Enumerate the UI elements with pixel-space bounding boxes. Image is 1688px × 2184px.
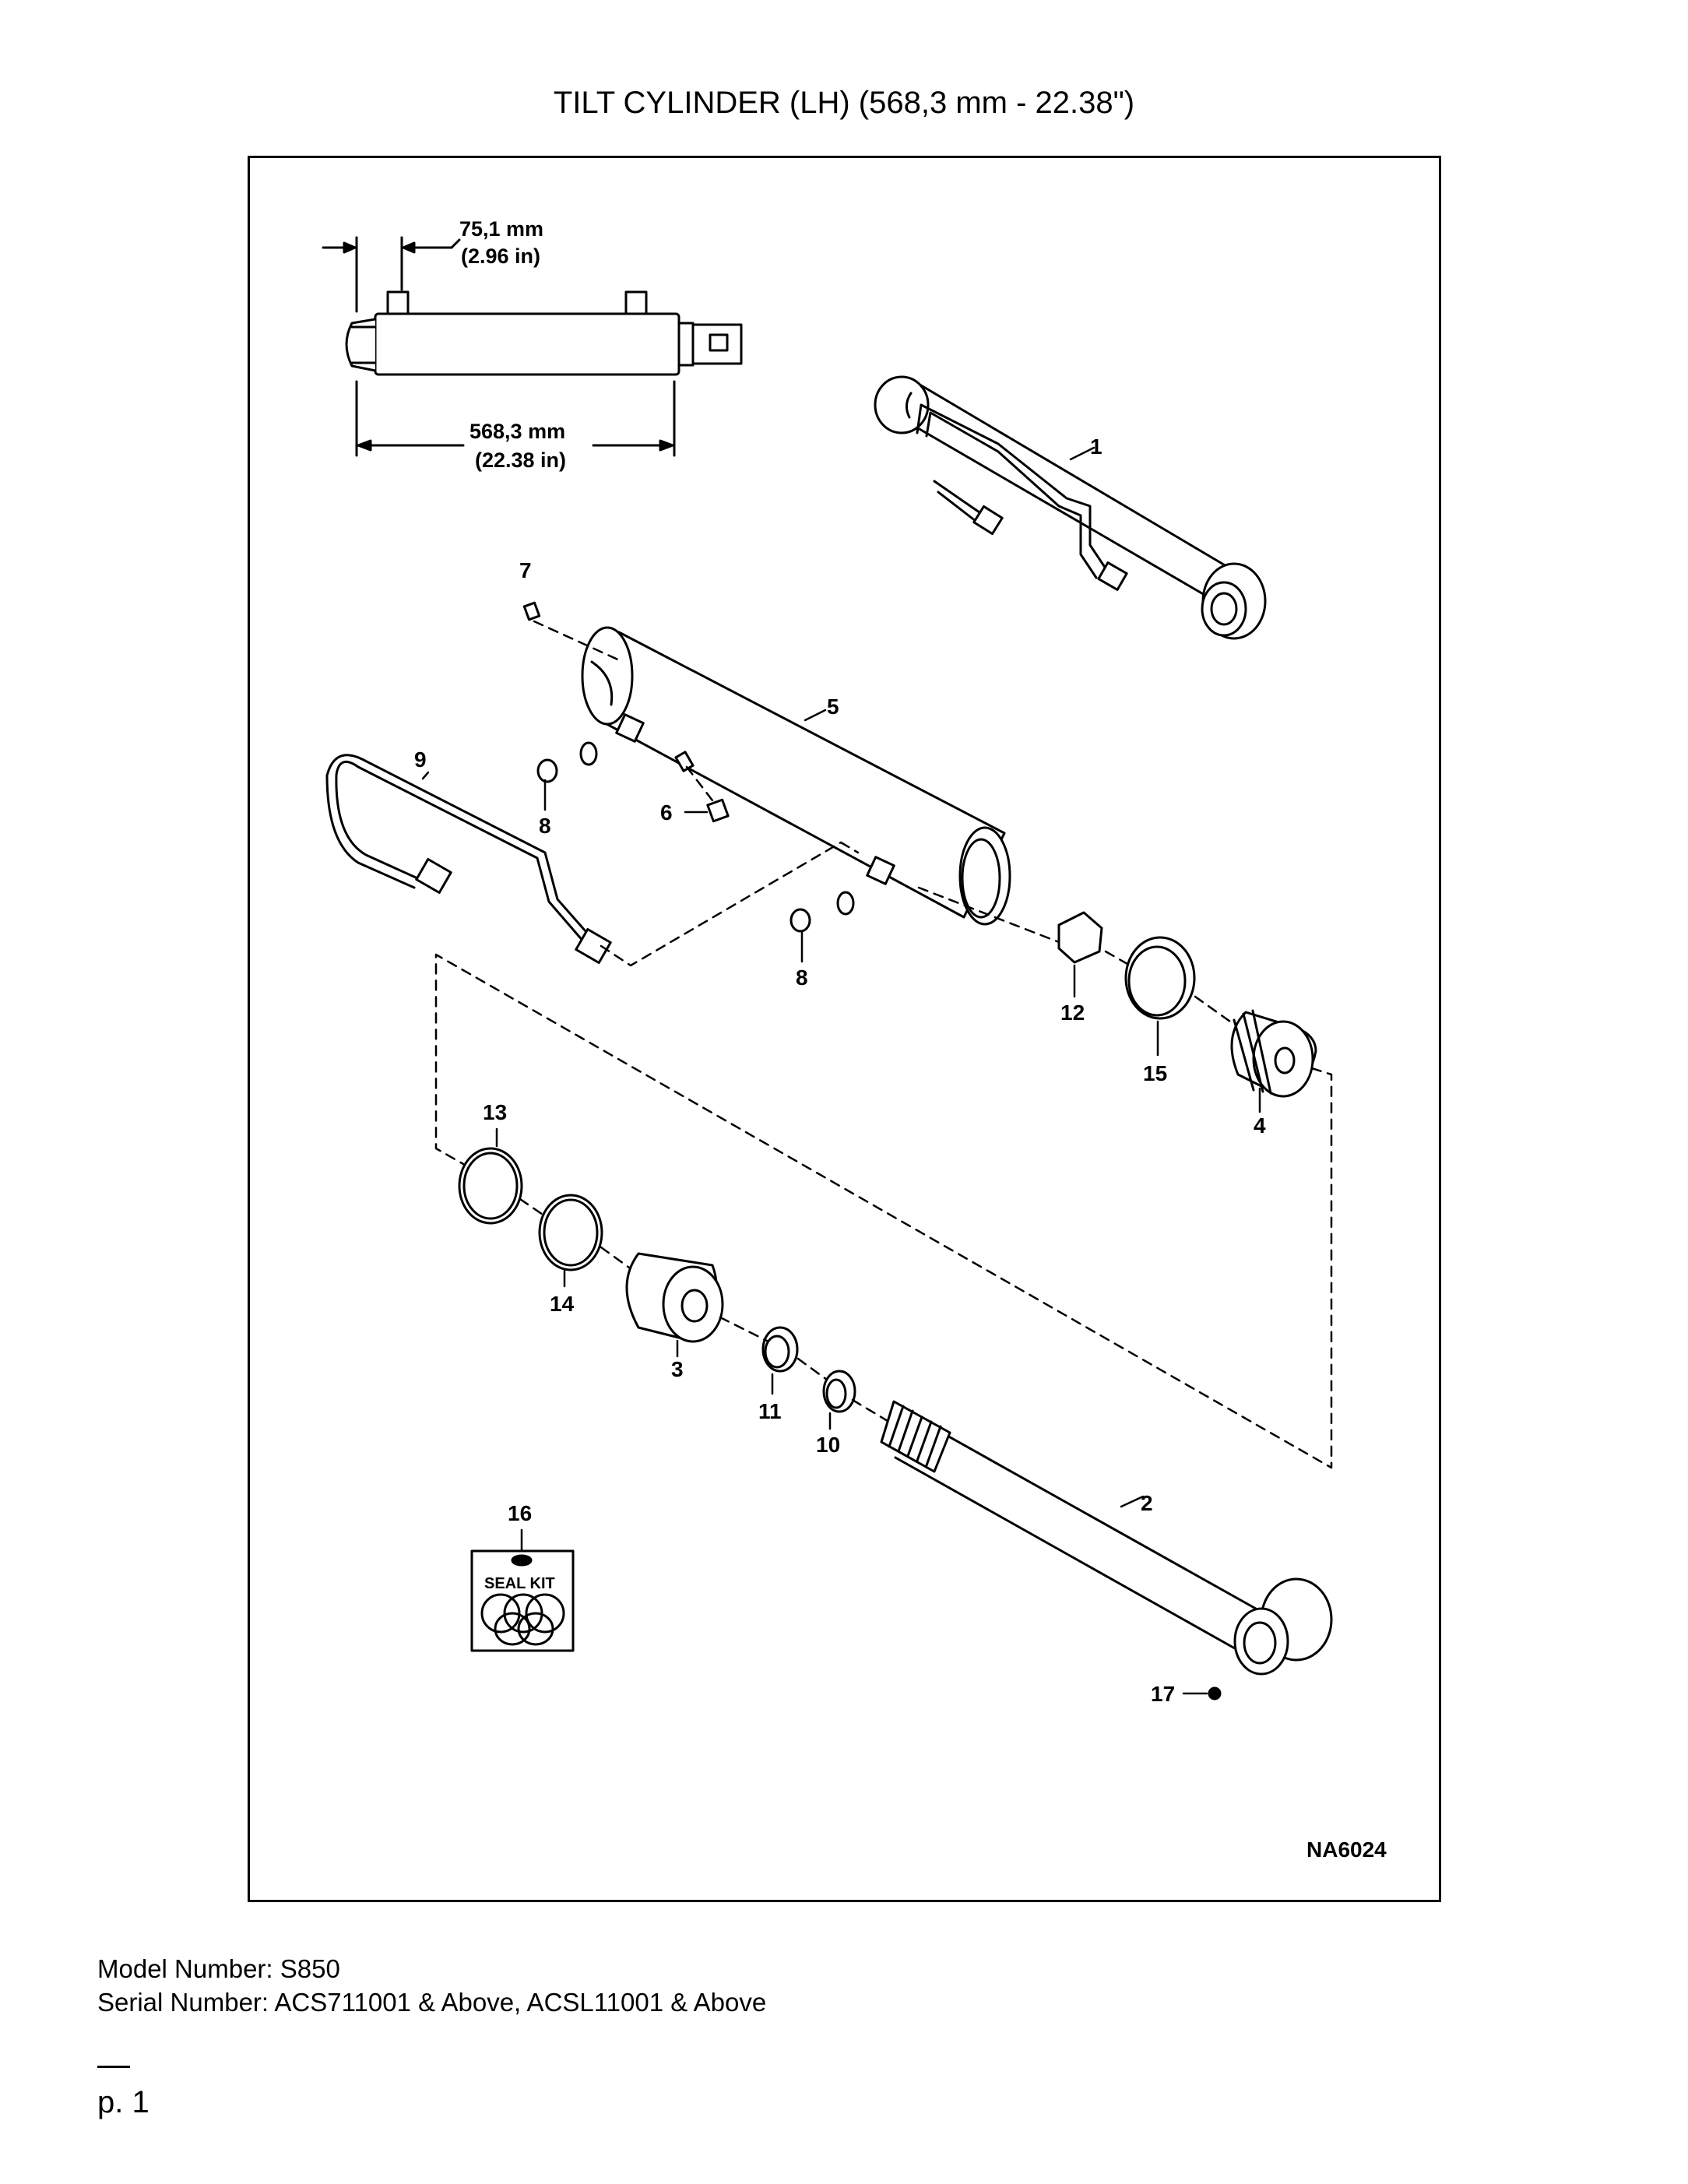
exploded-parts-diagram: 75,1 mm (2.96 in) 568,3 mm (22.38 in) (322, 217, 1333, 1706)
port-offset-mm: 75,1 mm (459, 217, 543, 241)
length-mm: 568,3 mm (469, 420, 565, 443)
backup-ring (538, 1194, 603, 1271)
piston-seal (1124, 936, 1196, 1020)
nut (1057, 911, 1103, 964)
assembly-lines (434, 620, 1333, 1469)
callout-7: 7 (519, 558, 532, 582)
callout-8-lower: 8 (796, 965, 808, 990)
barrel (581, 626, 1011, 926)
callout-11: 11 (758, 1399, 782, 1423)
callout-10: 10 (816, 1433, 840, 1457)
callout-6: 6 (660, 800, 673, 825)
drawing-number: NA6024 (1306, 1838, 1387, 1862)
page-title: TILT CYLINDER (LH) (568,3 mm - 22.38") (553, 86, 1135, 120)
dimension-view (322, 236, 743, 457)
head-oring (458, 1147, 523, 1225)
callout-12: 12 (1060, 1001, 1085, 1025)
callout-15: 15 (1143, 1061, 1167, 1085)
serial-number: Serial Number: ACS711001 & Above, ACSL11… (97, 1988, 767, 2017)
callout-9: 9 (414, 747, 427, 772)
callout-1: 1 (1090, 434, 1102, 459)
callout-17: 17 (1151, 1682, 1175, 1706)
grease-fitting (1208, 1686, 1222, 1700)
rod-seal (761, 1326, 799, 1373)
callout-leaders (421, 446, 1261, 1695)
callout-14: 14 (550, 1292, 575, 1316)
piston-rod (880, 1400, 1333, 1676)
callout-8-upper: 8 (539, 814, 551, 838)
callout-16: 16 (508, 1501, 532, 1525)
seal-kit-label: SEAL KIT (484, 1575, 555, 1592)
callout-2: 2 (1141, 1491, 1153, 1515)
length-in: (22.38 in) (475, 448, 566, 472)
callout-13: 13 (483, 1100, 507, 1124)
tube (325, 754, 612, 964)
callout-4: 4 (1254, 1113, 1266, 1138)
port-offset-in: (2.96 in) (461, 244, 540, 268)
diagram-frame (248, 156, 1441, 1902)
assembled-cylinder (874, 375, 1267, 640)
seal-kit (470, 1549, 575, 1652)
piston (1230, 1009, 1317, 1098)
page-number: p. 1 (97, 2085, 149, 2119)
fittings (522, 601, 855, 933)
model-number: Model Number: S850 (97, 1954, 340, 1983)
page-rule (97, 2066, 130, 2068)
wiper (822, 1370, 856, 1413)
callout-3: 3 (671, 1357, 684, 1381)
cylinder-head (625, 1252, 724, 1343)
callout-5: 5 (827, 695, 839, 719)
